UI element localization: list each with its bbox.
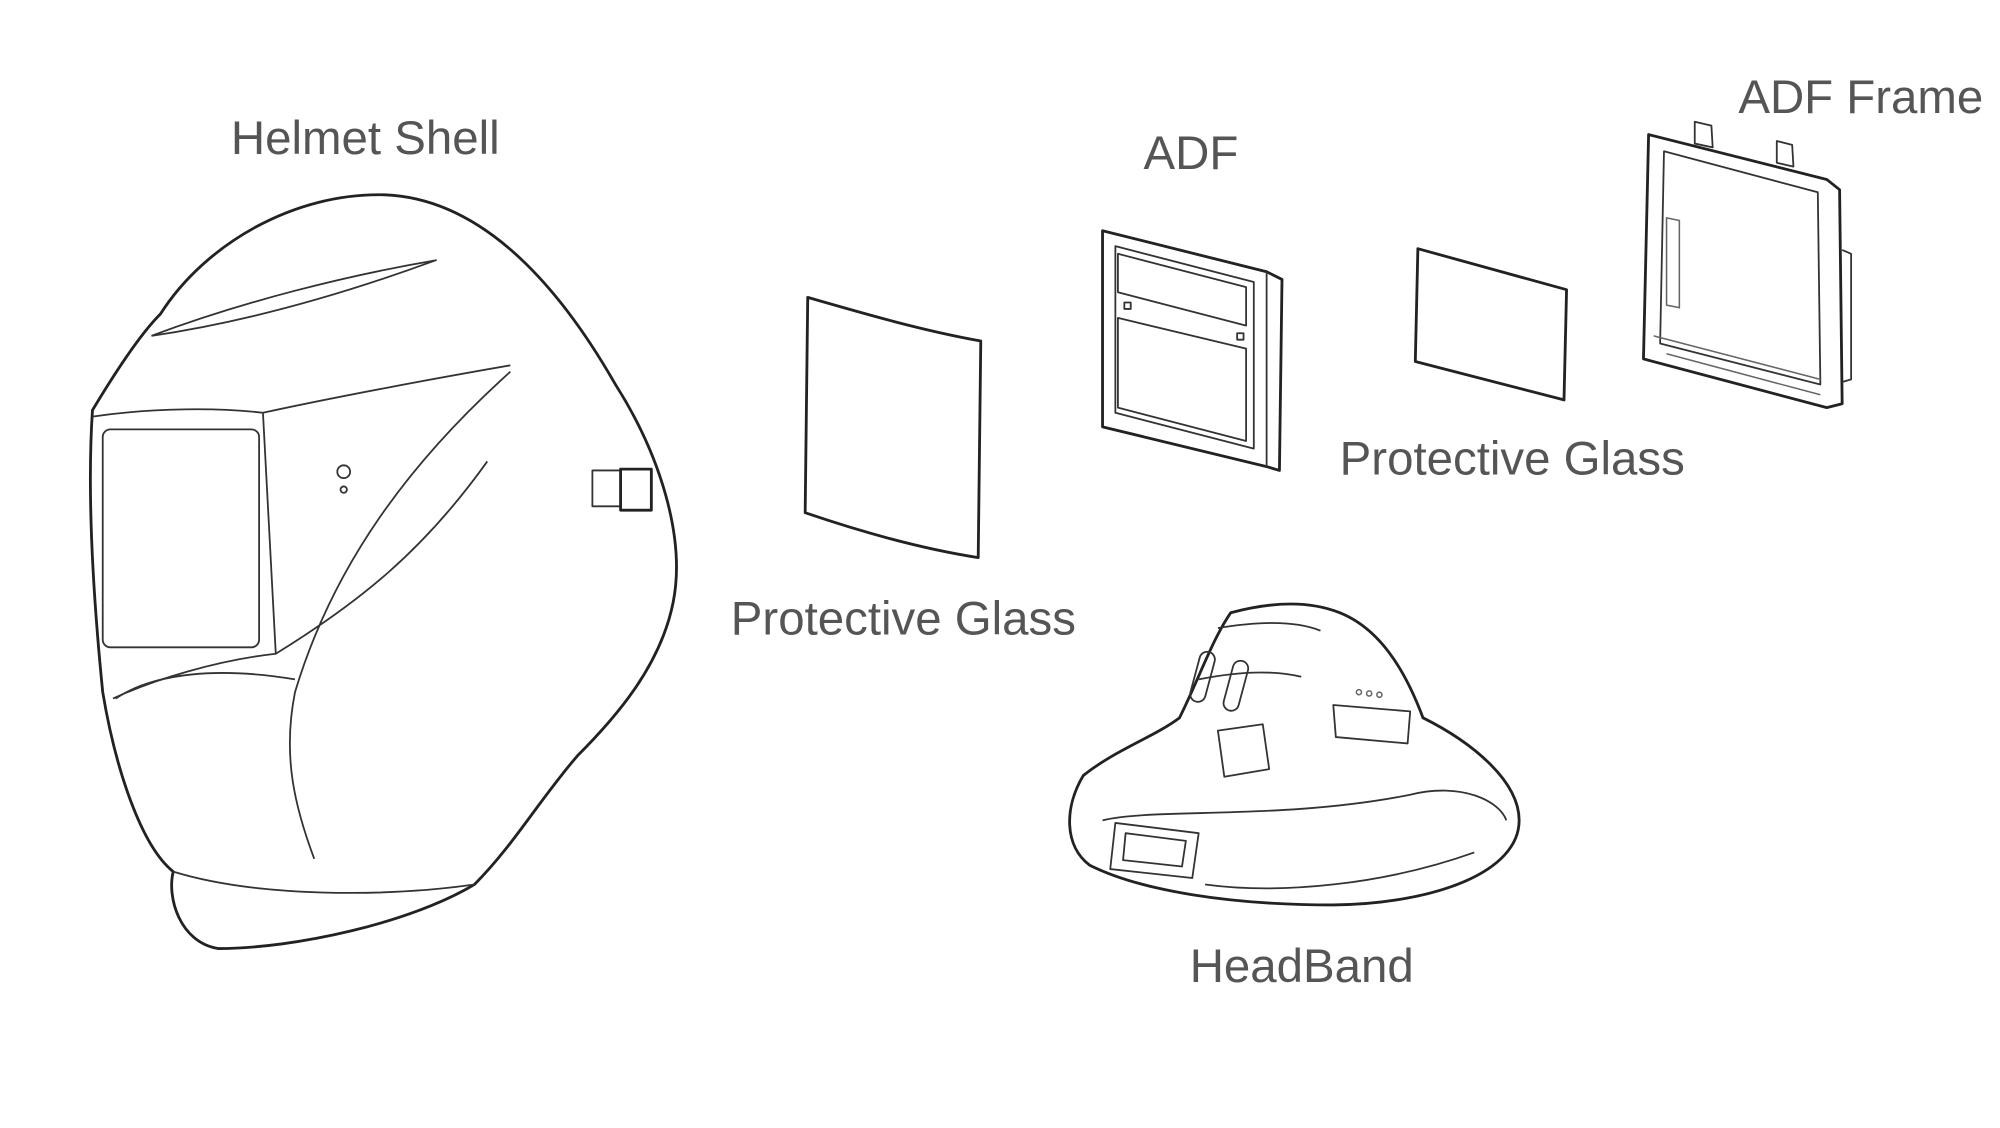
label-helmet-shell: Helmet Shell (231, 112, 500, 165)
adf-frame-illustration (1642, 120, 1853, 410)
label-headband: HeadBand (1190, 940, 1414, 993)
headband-illustration (1068, 602, 1521, 907)
adf-illustration (1101, 229, 1284, 472)
label-protective-glass-inner: Protective Glass (1340, 432, 1685, 485)
label-adf-frame: ADF Frame (1738, 71, 1983, 124)
protective-glass-outer-illustration (803, 295, 983, 560)
label-protective-glass-outer: Protective Glass (731, 593, 1076, 646)
protective-glass-inner-illustration (1413, 247, 1568, 402)
helmet-shell-illustration (89, 193, 678, 950)
label-adf: ADF (1144, 127, 1239, 180)
